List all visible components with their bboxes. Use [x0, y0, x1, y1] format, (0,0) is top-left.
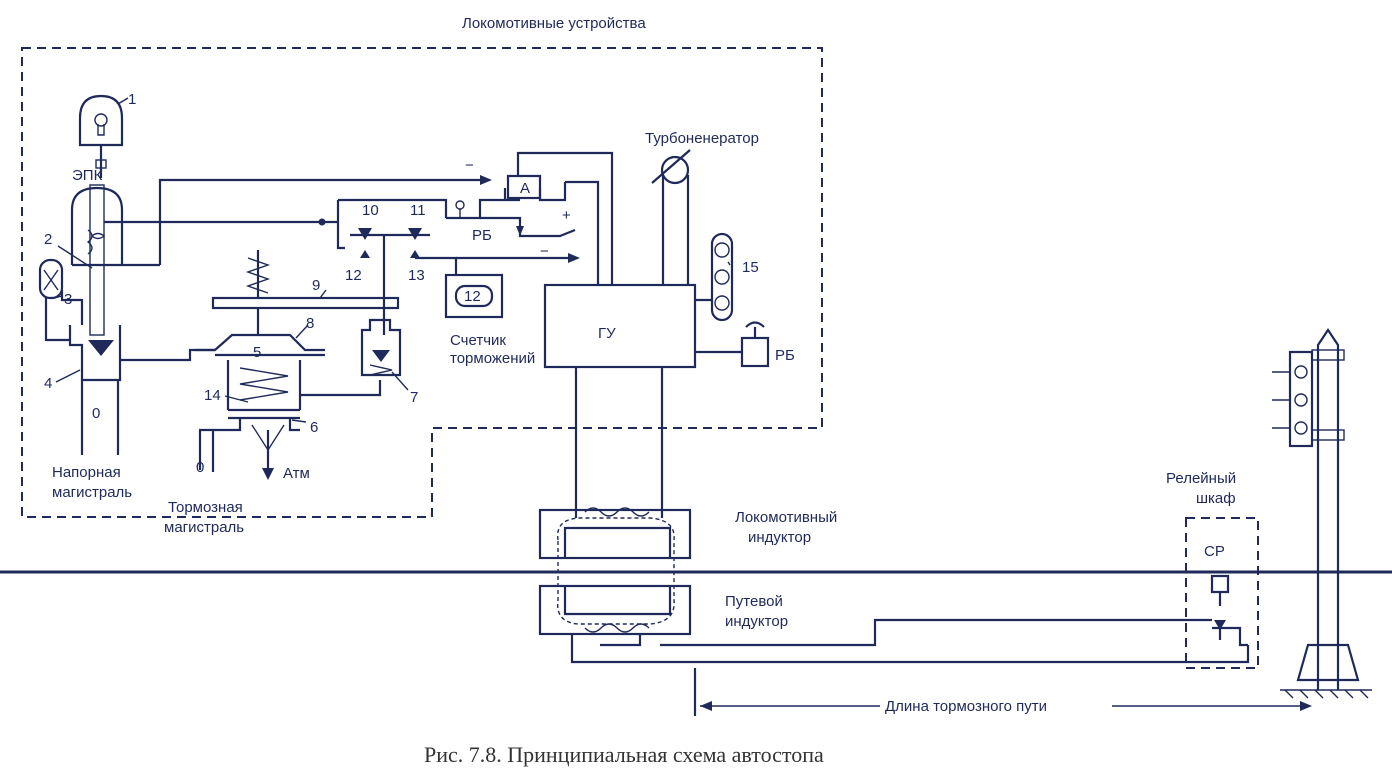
- brake-counter: [444, 273, 504, 319]
- rb-label-top: РБ: [472, 227, 492, 244]
- num-6: 6: [310, 419, 318, 436]
- num-1: 1: [128, 91, 136, 108]
- pressure-line-label-2: магистраль: [52, 484, 132, 501]
- num-8: 8: [306, 315, 314, 332]
- counter-label-1: Счетчик: [450, 332, 506, 349]
- loco-inductor: [538, 507, 692, 625]
- rb-label-right: РБ: [775, 347, 795, 364]
- relay-cabinet-label-1: Релейный: [1166, 470, 1236, 487]
- num-7: 7: [410, 389, 418, 406]
- atm-label: Атм: [283, 465, 310, 482]
- num-9: 9: [312, 277, 320, 294]
- epk-label: ЭПК: [72, 167, 103, 184]
- ammeter-label: А: [520, 180, 530, 197]
- brake-line-label-2: магистраль: [164, 519, 244, 536]
- brake-distance-label: Длина тормозного пути: [885, 698, 1047, 715]
- leader-lines: [53, 97, 731, 423]
- zero-brake: 0: [196, 459, 204, 476]
- control-wiring: [104, 151, 614, 320]
- num-5: 5: [253, 344, 261, 361]
- signal-post: [1272, 328, 1372, 699]
- num-14: 14: [204, 387, 221, 404]
- num-11: 11: [410, 202, 426, 219]
- sr-label: СР: [1204, 543, 1225, 560]
- loco-devices-boundary: [21, 47, 823, 518]
- track-inductor-label-2: индуктор: [725, 613, 788, 630]
- num-12: 12: [345, 267, 362, 284]
- relay-cabinet: [1185, 517, 1259, 669]
- brake-valve-assembly: [195, 250, 402, 480]
- num-10: 10: [362, 202, 379, 219]
- gu-block: [543, 149, 770, 518]
- figure-caption: Рис. 7.8. Принципиальная схема автостопа: [424, 742, 824, 767]
- num-4: 4: [44, 375, 52, 392]
- plus-sign: +: [562, 207, 571, 224]
- num-2: 2: [44, 231, 52, 248]
- loco-inductor-label-1: Локомотивный: [735, 509, 837, 526]
- loco-devices-label: Локомотивные устройства: [462, 15, 646, 32]
- loco-inductor-label-2: индуктор: [748, 529, 811, 546]
- brake-line-label-1: Тормозная: [168, 499, 243, 516]
- turbogen-label: Турбоненератор: [645, 130, 759, 147]
- relay-cabinet-label-2: шкаф: [1196, 490, 1236, 507]
- gu-label: ГУ: [598, 325, 616, 342]
- brake-distance-dimension: [693, 668, 1312, 716]
- num-15: 15: [742, 259, 759, 276]
- counter-label-2: торможений: [450, 350, 535, 367]
- num-3: 3: [64, 291, 72, 308]
- counter-value: 12: [464, 288, 481, 305]
- zero-pressure: 0: [92, 405, 100, 422]
- epk-valve: [38, 94, 215, 455]
- track-inductor: [538, 584, 1250, 664]
- num-13: 13: [408, 267, 425, 284]
- track-inductor-label-1: Путевой: [725, 593, 783, 610]
- minus-sign-mid: −: [540, 243, 549, 260]
- minus-sign-top: −: [465, 157, 474, 174]
- pressure-line-label-1: Напорная: [52, 464, 121, 481]
